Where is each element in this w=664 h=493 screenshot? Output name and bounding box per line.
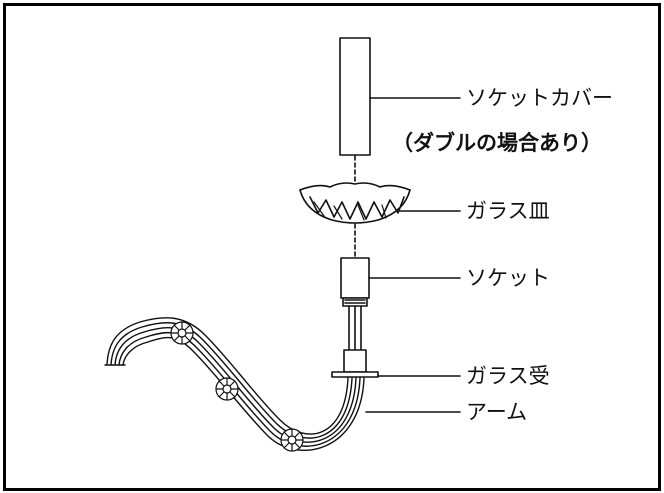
arm	[104, 317, 365, 451]
diagram-frame	[3, 3, 661, 491]
label-arm: アーム	[466, 400, 528, 424]
glass-holder	[331, 349, 379, 378]
label-glass-holder: ガラス受	[466, 364, 550, 388]
stem-pipe	[348, 305, 362, 351]
glass-dish	[299, 182, 411, 224]
arm-rosette-3	[280, 428, 304, 452]
label-socket: ソケット	[466, 266, 550, 290]
label-glass-dish: ガラス皿	[466, 199, 550, 223]
label-socket-cover: ソケットカバー	[466, 86, 613, 110]
arm-rosette-1	[170, 321, 194, 345]
socket-cover	[339, 37, 371, 156]
arm-rosette-2	[215, 377, 239, 401]
socket	[340, 257, 370, 307]
label-double-note: （ダブルの場合あり）	[392, 131, 602, 155]
